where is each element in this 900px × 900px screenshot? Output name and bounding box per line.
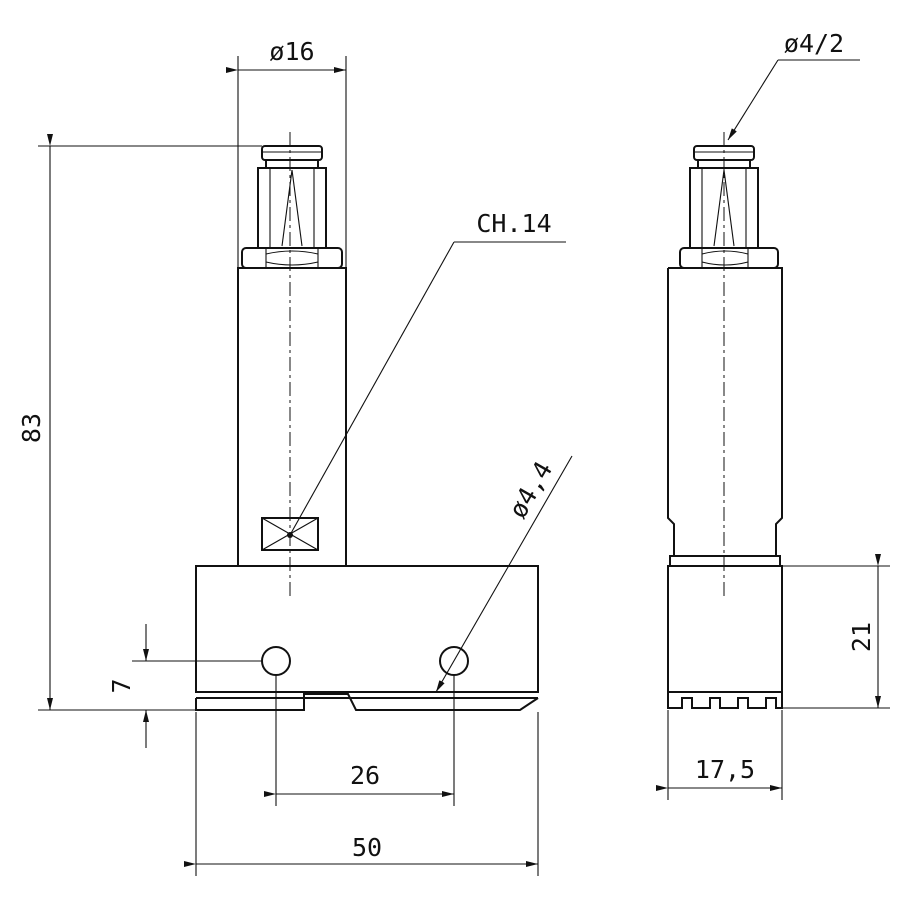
label-stem-diameter: ø16 xyxy=(269,37,314,66)
mounting-hole-left xyxy=(261,646,291,676)
dim-wrench-size: CH.14 xyxy=(289,209,566,536)
front-view xyxy=(195,132,539,711)
front-fitting xyxy=(257,145,327,249)
dim-stem-diameter: ø16 xyxy=(226,37,347,268)
label-port-diameter: ø4/2 xyxy=(784,29,844,58)
front-base xyxy=(195,565,539,693)
side-base xyxy=(667,565,783,693)
side-stem xyxy=(667,267,783,557)
label-width: 50 xyxy=(352,833,382,862)
side-hex-nut xyxy=(679,247,779,269)
dim-port-diameter: ø4/2 xyxy=(727,29,860,141)
label-height: 83 xyxy=(17,413,46,443)
label-wrench-size: CH.14 xyxy=(476,209,551,238)
front-base-bottom xyxy=(195,691,539,711)
label-depth: 17,5 xyxy=(695,755,755,784)
label-hole-diameter: ø4,4 xyxy=(503,456,558,523)
dim-depth: 17,5 xyxy=(656,710,783,800)
label-hole-offset: 7 xyxy=(107,678,136,693)
dim-hole-offset: 7 xyxy=(107,624,262,748)
dim-hole-diameter: ø4,4 xyxy=(435,455,573,693)
dim-hole-spacing: 26 xyxy=(264,675,455,806)
side-teeth xyxy=(667,692,783,709)
dim-base-height: 21 xyxy=(782,554,890,709)
label-hole-spacing: 26 xyxy=(350,761,380,790)
front-stem xyxy=(237,267,347,567)
label-base-height: 21 xyxy=(847,622,876,652)
dim-height: 83 xyxy=(17,134,262,711)
front-hex-nut xyxy=(241,247,343,269)
dim-width: 50 xyxy=(184,712,539,876)
side-view xyxy=(667,132,783,709)
